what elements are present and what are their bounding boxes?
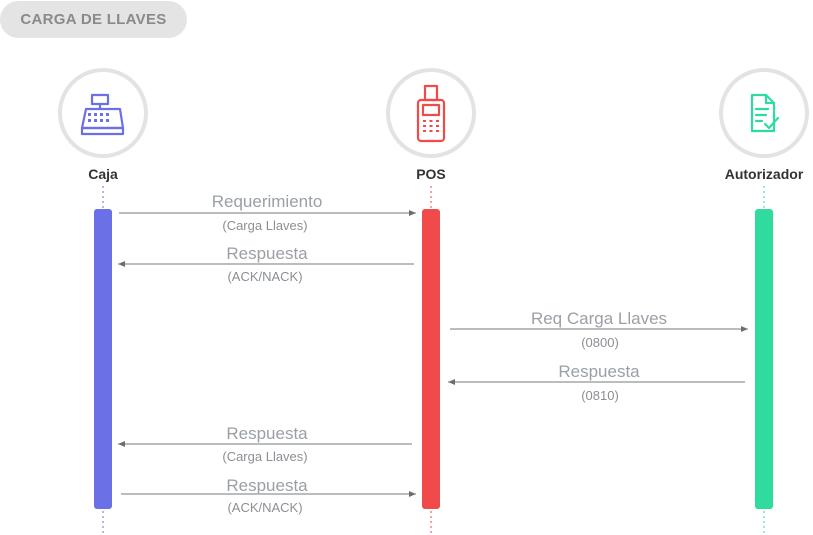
document-check-icon <box>750 93 780 133</box>
activation-bar-caja <box>94 209 112 509</box>
actor-pos: POS <box>386 68 476 182</box>
activation-bar-pos <box>422 209 440 509</box>
message-sublabel: (ACK/NACK) <box>227 500 302 515</box>
pos-terminal-icon <box>416 84 446 143</box>
message-4: Respuesta (0810) <box>448 362 745 403</box>
actor-autorizador: Autorizador <box>719 68 809 182</box>
message-sublabel: (0810) <box>581 388 619 403</box>
message-3: Req Carga Llaves (0800) <box>450 309 748 350</box>
message-sublabel: (Carga Llaves) <box>222 449 307 464</box>
cash-register-icon <box>80 93 125 136</box>
message-2: Respuesta (ACK/NACK) <box>118 244 414 284</box>
message-6: Respuesta (ACK/NACK) <box>121 476 416 515</box>
actor-label-autorizador: Autorizador <box>725 166 804 182</box>
actor-label-caja: Caja <box>88 166 118 182</box>
message-1: Requerimiento (Carga Llaves) <box>119 192 416 233</box>
message-label: Respuesta <box>226 476 308 495</box>
diagram-title: CARGA DE LLAVES <box>0 1 187 38</box>
message-label: Respuesta <box>226 424 308 443</box>
message-label: Respuesta <box>226 244 308 263</box>
message-label: Req Carga Llaves <box>531 309 667 328</box>
autorizador-icon-circle <box>719 68 809 158</box>
pos-icon-circle <box>386 68 476 158</box>
message-label: Requerimiento <box>212 192 323 211</box>
message-sublabel: (ACK/NACK) <box>227 269 302 284</box>
activation-bar-autorizador <box>755 209 773 509</box>
message-sublabel: (0800) <box>581 335 619 350</box>
actor-caja: Caja <box>58 68 148 182</box>
actor-label-pos: POS <box>416 166 446 182</box>
message-label: Respuesta <box>558 362 640 381</box>
message-sublabel: (Carga Llaves) <box>222 218 307 233</box>
message-5: Respuesta (Carga Llaves) <box>118 424 412 464</box>
